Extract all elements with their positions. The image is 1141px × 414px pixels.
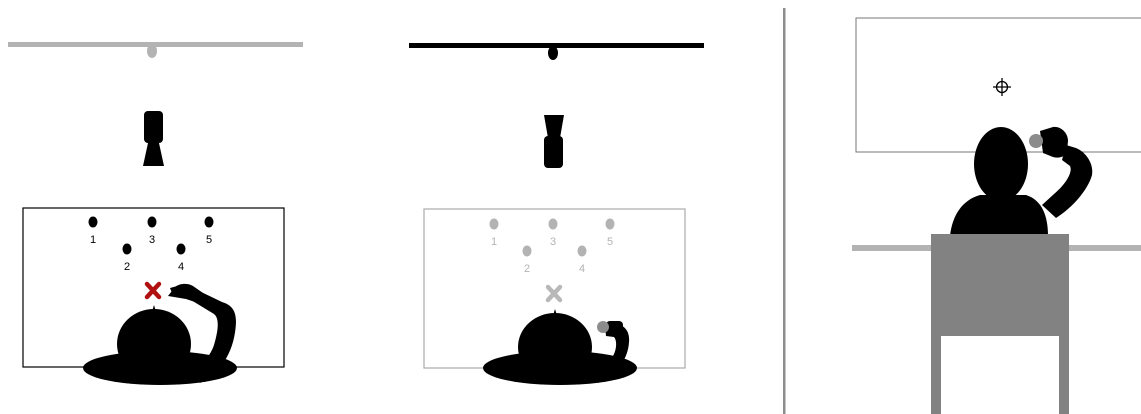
chair-back	[931, 234, 1069, 314]
panel-divider	[783, 8, 786, 414]
panel-right	[852, 18, 1141, 414]
point-label: 4	[579, 263, 585, 275]
target-point	[89, 217, 98, 228]
rail-mount	[548, 46, 558, 60]
target-point	[523, 246, 532, 257]
point-label: 5	[607, 236, 613, 248]
point-label: 1	[90, 234, 96, 246]
point-label: 2	[524, 263, 530, 275]
chair-leg	[1059, 336, 1069, 414]
target-point	[606, 219, 615, 230]
panel-middle: 1 2 3 4 5	[409, 43, 704, 385]
target-point	[148, 217, 157, 228]
ceiling-rail	[409, 43, 704, 48]
point-label: 5	[206, 234, 212, 246]
target-point	[205, 217, 214, 228]
camera-icon	[143, 111, 164, 166]
point-label: 3	[550, 236, 556, 248]
held-device-icon	[1029, 134, 1043, 148]
target-point	[177, 244, 186, 255]
target-point	[549, 219, 558, 230]
chair-seat-edge	[931, 314, 1069, 336]
point-label: 2	[124, 261, 130, 273]
point-label: 3	[149, 234, 155, 246]
camera-icon	[544, 115, 564, 168]
target-point	[123, 244, 132, 255]
point-label: 4	[178, 261, 184, 273]
panel-left: 1 2 3 4 5	[8, 42, 303, 385]
target-point	[578, 246, 587, 257]
chair-leg	[931, 336, 941, 414]
point-label: 1	[491, 236, 497, 248]
held-device-icon	[597, 321, 609, 333]
rail-mount	[147, 44, 157, 58]
target-point	[490, 219, 499, 230]
